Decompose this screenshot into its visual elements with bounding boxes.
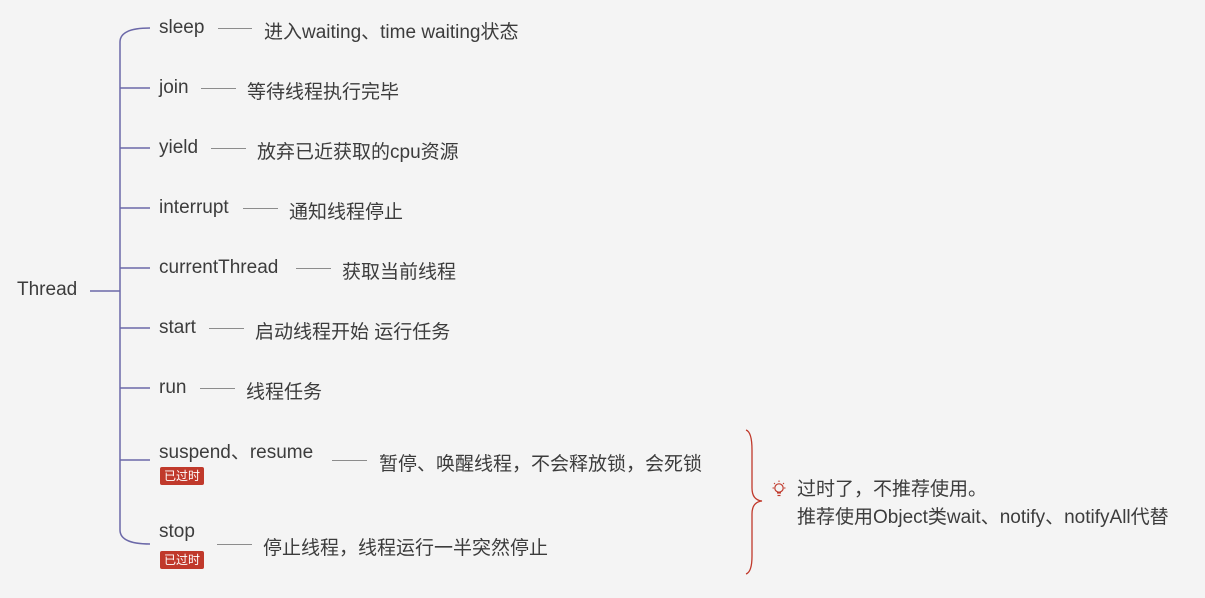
- root-node[interactable]: Thread: [17, 279, 78, 300]
- connector-dash: [201, 88, 236, 89]
- method-description: 获取当前线程: [342, 262, 457, 283]
- method-description: 停止线程，线程运行一半突然停止: [263, 538, 549, 559]
- method-description: 等待线程执行完毕: [247, 82, 400, 103]
- method-name: join: [159, 77, 189, 98]
- note-text-line1: 过时了，不推荐使用。: [797, 479, 988, 500]
- lightbulb-icon: [772, 480, 786, 497]
- connector-dash: [296, 268, 331, 269]
- method-name: run: [159, 377, 187, 398]
- connector-dash: [211, 148, 246, 149]
- method-description: 放弃已近获取的cpu资源: [257, 142, 459, 163]
- method-name: sleep: [159, 17, 205, 38]
- method-description: 进入waiting、time waiting状态: [264, 22, 519, 43]
- summary-brace: [745, 429, 763, 575]
- connector-dash: [243, 208, 278, 209]
- method-name: start: [159, 317, 196, 338]
- method-name: stop: [159, 521, 195, 542]
- connector-dash: [209, 328, 244, 329]
- deprecated-badge: 已过时: [160, 467, 205, 485]
- method-name: suspend、resume: [159, 442, 314, 463]
- method-description: 暂停、唤醒线程，不会释放锁，会死锁: [379, 454, 703, 475]
- connector-dash: [332, 460, 367, 461]
- branch-trunk: [119, 27, 151, 545]
- method-description: 启动线程开始 运行任务: [255, 322, 451, 343]
- connector-dash: [200, 388, 235, 389]
- method-description: 线程任务: [246, 382, 323, 403]
- method-name: interrupt: [159, 197, 229, 218]
- note-text-line2: 推荐使用Object类wait、notify、notifyAll代替: [797, 507, 1169, 528]
- connector-dash: [217, 544, 252, 545]
- method-description: 通知线程停止: [289, 202, 404, 223]
- deprecated-badge: 已过时: [160, 551, 205, 569]
- method-name: currentThread: [159, 257, 279, 278]
- connector-dash: [218, 28, 252, 29]
- method-name: yield: [159, 137, 199, 158]
